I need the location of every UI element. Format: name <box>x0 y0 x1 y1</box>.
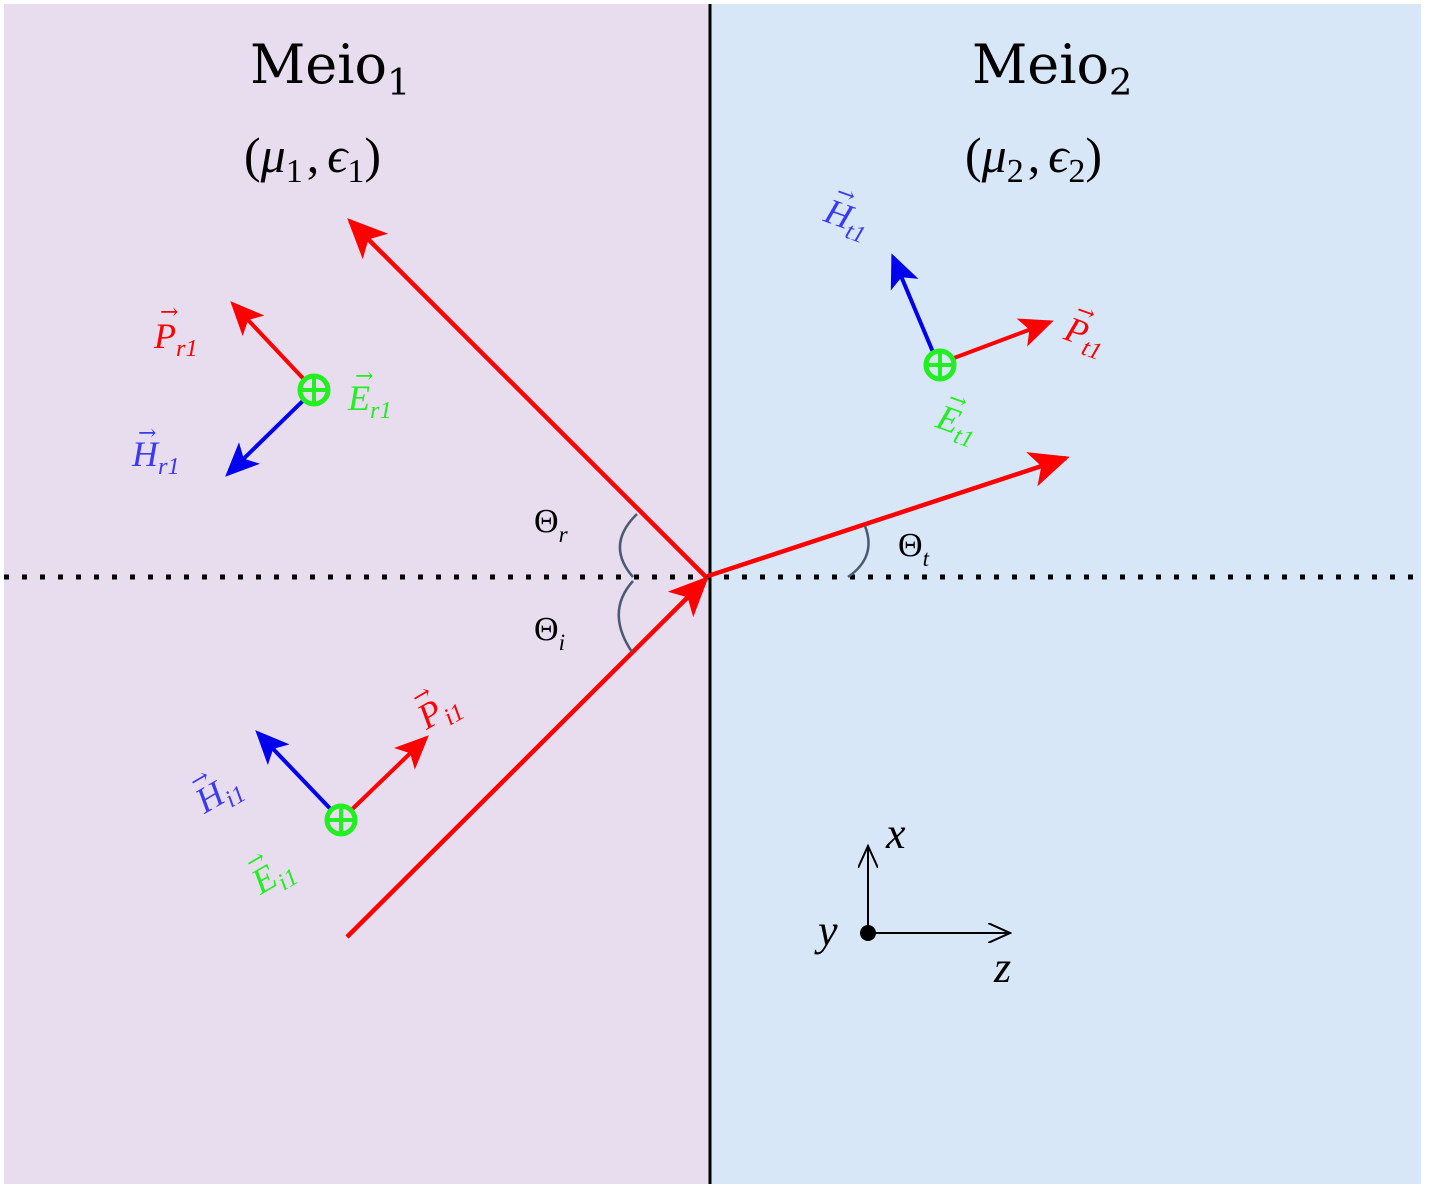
medium2-params: (μ2,ϵ2) <box>965 127 1102 190</box>
P-t1-label: → Pt1 <box>1057 298 1112 366</box>
svg-text:→: → <box>160 300 178 325</box>
E-t1-into-page-icon <box>923 348 957 382</box>
svg-text:Hr1: Hr1 <box>131 434 180 480</box>
transmitted-angle-arc <box>847 525 870 579</box>
P-r1-arrow <box>230 301 316 392</box>
H-r1-arrow <box>225 388 316 477</box>
medium2-title: Meio2 <box>972 33 1132 104</box>
P-r1-label: → Pr1 <box>153 300 198 362</box>
x-axis-label: x <box>885 809 906 858</box>
incident-angle-arc <box>617 580 634 653</box>
reflected-angle-arc <box>618 513 638 578</box>
transmitted-beam <box>707 452 1070 579</box>
medium1-title: Meio1 <box>250 33 410 104</box>
medium1-region <box>4 4 710 1184</box>
E-r1-into-page-icon <box>297 373 331 407</box>
incident-beam <box>345 576 709 939</box>
z-axis-label: z <box>993 943 1011 992</box>
y-axis-label: y <box>814 906 838 955</box>
theta-r-label: Θr <box>534 503 569 548</box>
theta-i-label: Θi <box>534 611 565 656</box>
E-i1-into-page-icon <box>324 803 358 837</box>
E-r1-label: → Er1 <box>347 364 392 424</box>
svg-text:Er1: Er1 <box>347 378 392 424</box>
H-t1-arrow <box>890 253 940 365</box>
medium1-params: (μ1,ϵ1) <box>244 127 381 190</box>
reflected-beam <box>347 218 708 579</box>
P-i1-arrow <box>339 735 429 822</box>
y-axis-dot <box>860 925 876 941</box>
medium2-region <box>710 4 1421 1184</box>
theta-t-label: Θt <box>898 527 930 572</box>
svg-text:→: → <box>355 364 373 389</box>
P-t1-arrow <box>937 318 1054 366</box>
svg-text:Pr1: Pr1 <box>153 316 198 362</box>
svg-text:Pt1: Pt1 <box>1057 308 1112 366</box>
H-i1-arrow <box>255 730 343 822</box>
svg-text:→: → <box>138 421 156 446</box>
H-r1-label: → Hr1 <box>131 421 180 480</box>
